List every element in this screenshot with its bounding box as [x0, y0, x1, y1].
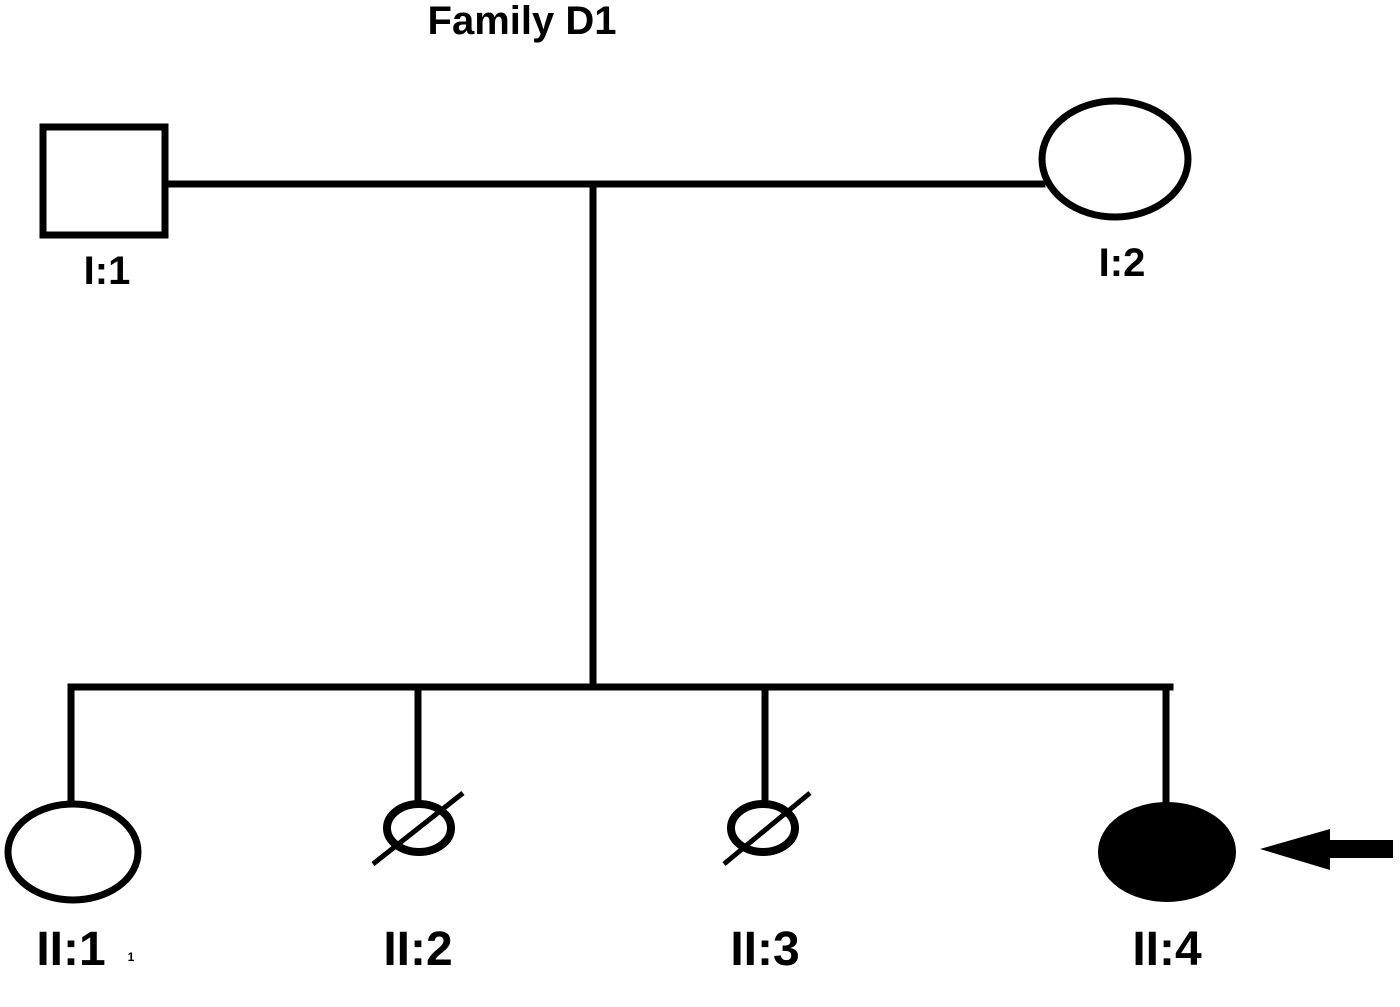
label-i1: I:1: [84, 249, 131, 293]
label-i2: I:2: [1099, 241, 1146, 285]
deceased-female-symbol-ii3: [722, 791, 812, 866]
label-ii1-note: 1: [128, 950, 135, 964]
deceased-female-symbol-ii2: [371, 791, 465, 866]
label-ii3: II:3: [730, 923, 799, 976]
label-ii2: II:2: [383, 923, 452, 976]
father-symbol-i1: [39, 123, 169, 239]
female-symbol-ii1: [4, 800, 142, 904]
mother-symbol-i2: [1038, 97, 1192, 221]
proband-arrow-icon: [1260, 829, 1393, 870]
affected-female-symbol-ii4: [1098, 802, 1236, 902]
label-ii4: II:4: [1132, 923, 1202, 976]
label-ii1: II:1: [36, 923, 105, 976]
pedigree-title: Family D1: [428, 0, 617, 43]
